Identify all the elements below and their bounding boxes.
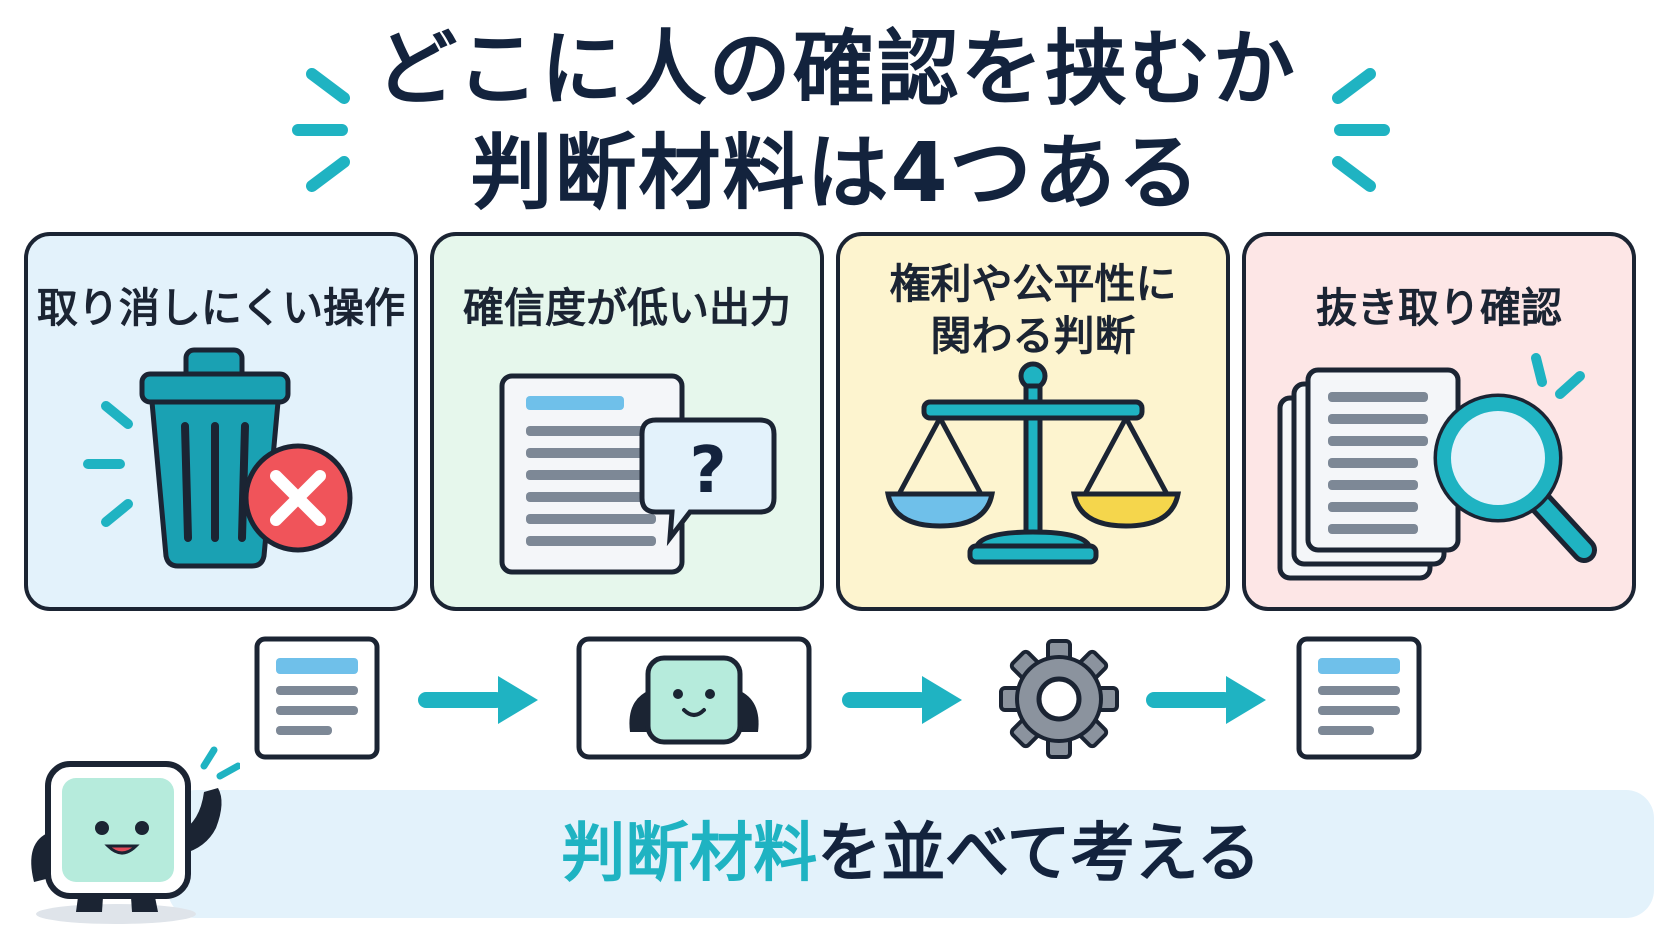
- card-label: 取り消しにくい操作: [36, 284, 406, 332]
- card-low-confidence-output: 確信度が低い出力 ?: [430, 232, 824, 611]
- right-arrow-icon: [418, 676, 538, 724]
- right-arrow-icon: [842, 676, 962, 724]
- trash-can-with-x-icon: [83, 347, 353, 569]
- right-arrow-icon: [1146, 676, 1266, 724]
- page-title: どこに人の確認を挟むか 判断材料は4つある: [0, 18, 1672, 226]
- card-label-line-1: 権利や公平性に: [889, 260, 1177, 308]
- card-label: 抜き取り確認: [1316, 284, 1562, 332]
- card-label: 確信度が低い出力: [463, 284, 791, 332]
- left-burst-icon: [292, 68, 350, 192]
- gear-icon: [999, 639, 1119, 759]
- card-label-line-2: 関わる判断: [930, 312, 1136, 360]
- summary-highlight: 判断材料: [561, 817, 818, 891]
- card-spot-check: 抜き取り確認: [1242, 232, 1636, 611]
- robot-icon: [576, 636, 812, 760]
- balance-scale-icon: [884, 361, 1182, 565]
- documents-with-magnifier-icon: [1277, 353, 1597, 581]
- summary-text: 判断材料を並べて考える: [168, 790, 1654, 918]
- svg-text:?: ?: [689, 434, 726, 508]
- summary-banner: 判断材料を並べて考える: [168, 790, 1654, 918]
- right-burst-icon: [1332, 68, 1390, 192]
- mascot-pointing-icon: [31, 746, 240, 924]
- title-line-1: どこに人の確認を挟むか: [375, 22, 1297, 117]
- document-icon: [1296, 636, 1422, 760]
- card-irreversible-operation: 取り消しにくい操作: [24, 232, 418, 611]
- card-rights-fairness-decision: 権利や公平性に 関わる判断: [836, 232, 1230, 611]
- document-icon: [254, 636, 380, 760]
- summary-rest: を並べて考える: [817, 817, 1261, 891]
- document-with-question-icon: ?: [499, 373, 777, 575]
- title-line-2: 判断材料は4つある: [470, 126, 1202, 221]
